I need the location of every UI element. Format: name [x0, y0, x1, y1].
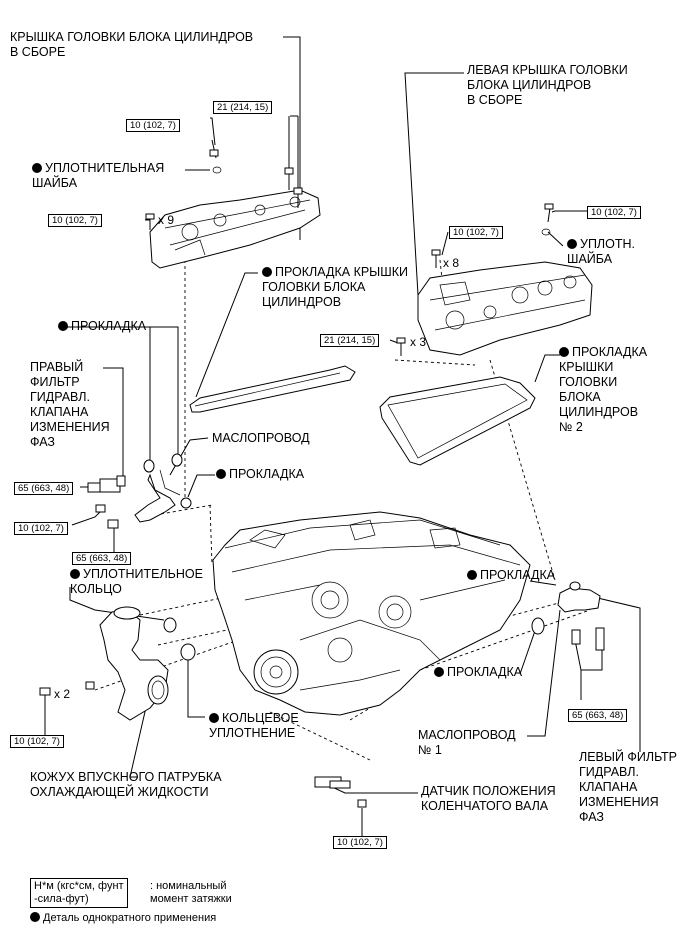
one-time-part-icon — [262, 267, 272, 277]
torque-box: 65 (663, 48) — [568, 709, 628, 722]
one-time-part-icon — [209, 713, 219, 723]
rh-cover-bolts — [145, 139, 303, 230]
count-x2: x 2 — [54, 687, 71, 701]
label-rh-filter: ПРАВЫЙ ФИЛЬТР ГИДРАВЛ. КЛАПАНА ИЗМЕНЕНИЯ… — [30, 360, 110, 449]
torque-box: 65 (663, 48) — [14, 482, 74, 495]
torque-box: 10 (102, 7) — [449, 226, 503, 239]
label-gasket-4: ПРОКЛАДКА — [434, 665, 522, 680]
label-rh-cover-assy: КРЫШКА ГОЛОВКИ БЛОКА ЦИЛИНДРОВ В СБОРЕ — [10, 30, 254, 59]
legend-one-time-text: Деталь однократного применения — [43, 912, 217, 924]
one-time-part-icon — [216, 469, 226, 479]
label-crank-sensor: ДАТЧИК ПОЛОЖЕНИЯ КОЛЕНЧАТОГО ВАЛА — [421, 784, 556, 813]
label-gasket-4-text: ПРОКЛАДКА — [447, 665, 523, 679]
label-lh-cover-assy: ЛЕВАЯ КРЫШКА ГОЛОВКИ БЛОКА ЦИЛИНДРОВ В С… — [467, 63, 628, 107]
count-x8: x 8 — [443, 256, 460, 270]
rh-oil-filter-and-pipe — [87, 453, 192, 529]
torque-box: 10 (102, 7) — [14, 522, 68, 535]
torque-box: 10 (102, 7) — [126, 119, 180, 132]
lh-oil-pipe-and-filter — [531, 581, 605, 651]
legend-one-time: Деталь однократного применения — [30, 912, 216, 925]
label-seal-washer-2: УПЛОТН. ШАЙБА — [567, 237, 635, 267]
torque-box: 10 (102, 7) — [587, 206, 641, 219]
lh-cover-bolts — [396, 203, 554, 356]
label-gasket-3: ПРОКЛАДКА — [467, 568, 555, 583]
label-cover-gasket-2-text: ПРОКЛАДКА КРЫШКИ ГОЛОВКИ БЛОКА ЦИЛИНДРОВ… — [559, 345, 648, 434]
one-time-part-icon — [567, 239, 577, 249]
count-x9: x 9 — [158, 213, 175, 227]
torque-box: 65 (663, 48) — [72, 552, 132, 565]
crankshaft-sensor — [314, 776, 367, 808]
lh-cover-gasket — [379, 376, 536, 466]
label-o-ring: КОЛЬЦЕВОЕ УПЛОТНЕНИЕ — [209, 711, 299, 741]
one-time-part-icon — [70, 569, 80, 579]
label-seal-washer-1: УПЛОТНИТЕЛЬНАЯ ШАЙБА — [32, 161, 164, 191]
label-gasket-2: ПРОКЛАДКА — [216, 467, 304, 482]
legend-unit-box: Н*м (кгс*см, фунт -сила-фут) — [30, 878, 128, 908]
label-seal-washer-2-text: УПЛОТН. ШАЙБА — [567, 237, 635, 266]
label-o-ring-seal: УПЛОТНИТЕЛЬНОЕ КОЛЬЦО — [70, 567, 203, 597]
rh-cylinder-head-cover — [149, 189, 321, 269]
engine-block — [212, 511, 531, 716]
label-o-ring-seal-text: УПЛОТНИТЕЛЬНОЕ КОЛЬЦО — [70, 567, 203, 596]
label-cover-gasket-1-text: ПРОКЛАДКА КРЫШКИ ГОЛОВКИ БЛОКА ЦИЛИНДРОВ — [262, 265, 408, 309]
torque-box: 21 (214, 15) — [320, 334, 380, 347]
one-time-part-icon — [30, 912, 40, 922]
label-gasket-1-text: ПРОКЛАДКА — [71, 319, 147, 333]
water-inlet-housing — [39, 606, 196, 721]
label-inlet-housing: КОЖУХ ВПУСКНОГО ПАТРУБКА ОХЛАЖДАЮЩЕЙ ЖИД… — [30, 770, 222, 799]
one-time-part-icon — [559, 347, 569, 357]
one-time-part-icon — [32, 163, 42, 173]
label-oil-pipe: МАСЛОПРОВОД — [212, 431, 310, 445]
torque-box: 10 (102, 7) — [10, 735, 64, 748]
label-o-ring-text: КОЛЬЦЕВОЕ УПЛОТНЕНИЕ — [209, 711, 299, 740]
torque-box: 10 (102, 7) — [48, 214, 102, 227]
one-time-part-icon — [58, 321, 68, 331]
label-gasket-2-text: ПРОКЛАДКА — [229, 467, 305, 481]
label-gasket-1: ПРОКЛАДКА — [58, 319, 146, 334]
label-lh-filter: ЛЕВЫЙ ФИЛЬТР ГИДРАВЛ. КЛАПАНА ИЗМЕНЕНИЯ … — [579, 750, 678, 824]
lh-cylinder-head-cover — [417, 261, 593, 356]
legend-unit-desc: : номинальный момент затяжки — [150, 880, 232, 905]
torque-box: 10 (102, 7) — [333, 836, 387, 849]
torque-box: 21 (214, 15) — [213, 101, 273, 114]
label-oil-pipe-1: МАСЛОПРОВОД № 1 — [418, 728, 516, 757]
label-seal-washer-1-text: УПЛОТНИТЕЛЬНАЯ ШАЙБА — [32, 161, 165, 190]
one-time-part-icon — [434, 667, 444, 677]
rh-cover-gasket — [189, 365, 356, 413]
one-time-part-icon — [467, 570, 477, 580]
label-cover-gasket-2: ПРОКЛАДКА КРЫШКИ ГОЛОВКИ БЛОКА ЦИЛИНДРОВ… — [559, 345, 647, 435]
count-x3: x 3 — [410, 335, 427, 349]
label-cover-gasket-1: ПРОКЛАДКА КРЫШКИ ГОЛОВКИ БЛОКА ЦИЛИНДРОВ — [262, 265, 408, 310]
label-gasket-3-text: ПРОКЛАДКА — [480, 568, 556, 582]
